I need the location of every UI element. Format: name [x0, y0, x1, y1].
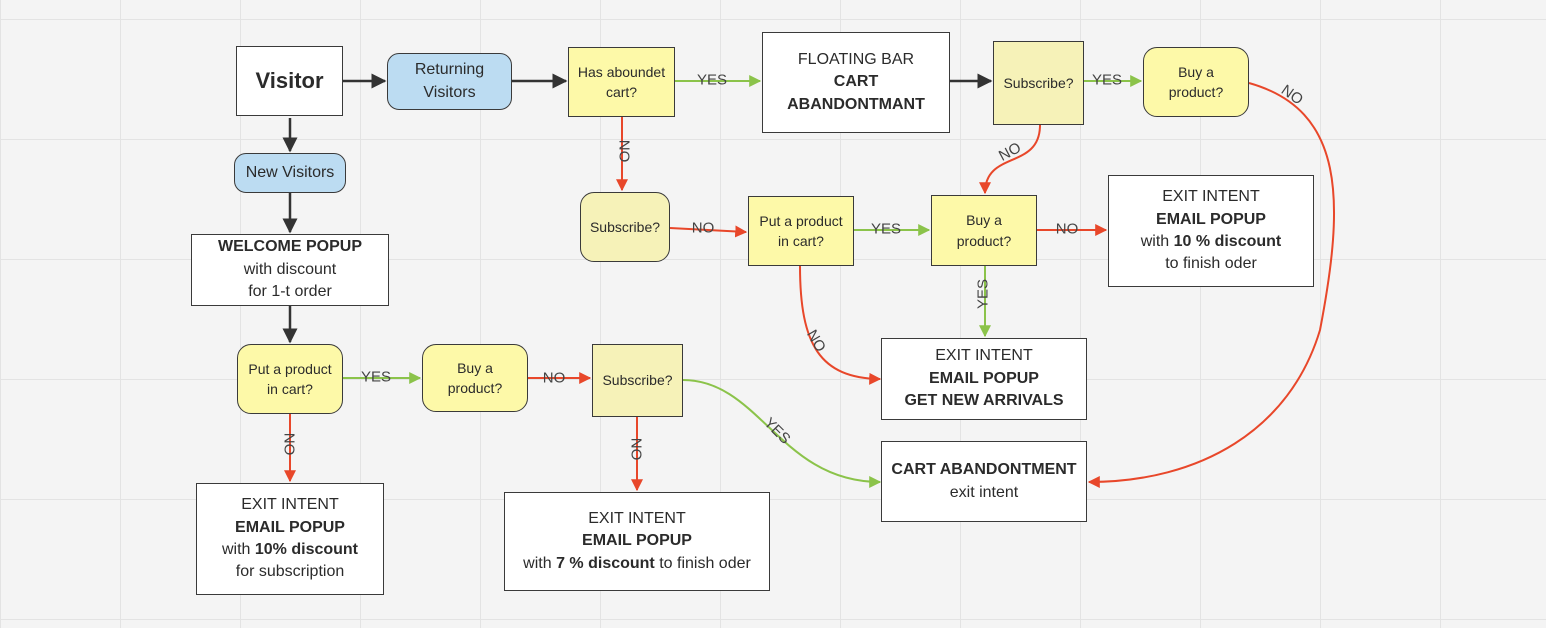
subscribe-low-label: Subscribe?	[602, 372, 673, 389]
buy-low-decision[interactable]: Buy a product?	[422, 344, 528, 412]
label-no-buymid: NO	[1055, 220, 1079, 238]
floating-line-3: ABANDONTMANT	[787, 95, 925, 113]
label-no-subscribe-top: NO	[996, 139, 1024, 165]
floating-line-2: CART	[833, 73, 879, 91]
buy-low-line-1: Buy a	[457, 359, 493, 376]
exit-intent-10-node[interactable]: EXIT INTENT EMAIL POPUP with 10 % discou…	[1108, 175, 1314, 287]
label-no-buylow: NO	[542, 369, 566, 387]
put-low-line-2: in cart?	[267, 381, 313, 397]
label-no-buytop: NO	[1277, 81, 1307, 109]
welcome-line-1: WELCOME POPUP	[217, 238, 362, 256]
label-yes-sublow: YES	[760, 414, 794, 448]
put-mid-decision[interactable]: Put a product in cart?	[748, 196, 854, 266]
buy-top-decision[interactable]: Buy a product?	[1143, 47, 1249, 117]
cart-exit-line-2: exit intent	[949, 483, 1019, 501]
label-no-hascart: NO	[615, 139, 633, 163]
subscribe-top-label: Subscribe?	[1003, 74, 1074, 91]
welcome-line-3: for 1-t order	[248, 283, 332, 301]
label-yes-hascart: YES	[696, 71, 728, 89]
floating-line-1: FLOATING BAR	[797, 50, 915, 68]
returning-line-2: Visitors	[423, 83, 476, 101]
exit7-line-1: EXIT INTENT	[588, 509, 686, 527]
label-yes-putlow: YES	[360, 368, 392, 386]
sub10-discount: 10% discount	[254, 541, 359, 558]
exit10-line-2: EMAIL POPUP	[1156, 210, 1266, 228]
cart-abandonment-exit-node[interactable]: CART ABANDONTMENT exit intent	[881, 441, 1087, 522]
sub10-line-1: EXIT INTENT	[241, 496, 339, 514]
exit-intent-arrivals-node[interactable]: EXIT INTENT EMAIL POPUP GET NEW ARRIVALS	[881, 338, 1087, 420]
arrivals-line-2: EMAIL POPUP	[929, 369, 1039, 387]
exit7-line-2: EMAIL POPUP	[582, 532, 692, 550]
arrivals-line-3: GET NEW ARRIVALS	[904, 392, 1064, 410]
cart-exit-line-1: CART ABANDONTMENT	[891, 461, 1077, 479]
sub10-line-4: for subscription	[235, 563, 345, 581]
subscribe-low-decision[interactable]: Subscribe?	[592, 344, 683, 417]
buy-mid-line-2: product?	[956, 232, 1012, 249]
sub10-line-3: with 10% discount	[222, 539, 358, 561]
label-yes-putmid: YES	[870, 220, 902, 238]
label-yes-subscribe-top: YES	[1091, 71, 1123, 89]
has-cart-line-2: cart?	[605, 84, 638, 100]
buy-mid-line-1: Buy a	[966, 212, 1002, 229]
buy-top-line-1: Buy a	[1178, 63, 1214, 80]
exit10-with: with	[1140, 233, 1174, 250]
exit7-with: with	[523, 554, 557, 572]
label-no-putlow: NO	[280, 432, 298, 456]
welcome-line-2: with discount	[243, 260, 337, 278]
edge-no-putmid-arrivals	[799, 265, 882, 385]
exit7-line-3: with 7 % discount to finish oder	[523, 553, 751, 575]
exit10-line-3: with 10 % discount	[1141, 231, 1281, 253]
sub10-with: with	[221, 541, 255, 558]
exit7-finish: to finish oder	[654, 554, 751, 572]
put-low-decision[interactable]: Put a product in cart?	[237, 344, 343, 414]
welcome-popup-node[interactable]: WELCOME POPUP with discount for 1-t orde…	[191, 234, 389, 306]
buy-low-line-2: product?	[447, 380, 503, 396]
label-yes-buymid: YES	[974, 278, 992, 310]
exit-intent-sub10-node[interactable]: EXIT INTENT EMAIL POPUP with 10% discoun…	[196, 483, 384, 595]
put-low-line-1: Put a product	[248, 360, 332, 377]
arrivals-line-1: EXIT INTENT	[935, 347, 1033, 365]
subscribe-top-decision[interactable]: Subscribe?	[993, 41, 1084, 125]
has-cart-decision[interactable]: Has aboundet cart?	[568, 47, 675, 117]
exit-intent-7-node[interactable]: EXIT INTENT EMAIL POPUP with 7 % discoun…	[504, 492, 770, 591]
subscribe-mid-label: Subscribe?	[589, 218, 661, 235]
new-visitors-node[interactable]: New Visitors	[234, 153, 346, 193]
exit10-line-4: to finish oder	[1165, 255, 1257, 273]
returning-line-1: Returning	[414, 61, 485, 79]
subscribe-mid-decision[interactable]: Subscribe?	[580, 192, 670, 262]
buy-top-line-2: product?	[1168, 84, 1224, 100]
returning-visitors-node[interactable]: Returning Visitors	[387, 53, 512, 110]
buy-mid-decision[interactable]: Buy a product?	[931, 195, 1037, 266]
label-no-sublow: NO	[627, 437, 645, 461]
new-visitors-label: New Visitors	[245, 163, 335, 181]
put-mid-line-2: in cart?	[778, 233, 824, 249]
floating-bar-node[interactable]: FLOATING BAR CART ABANDONTMANT	[762, 32, 950, 133]
visitor-title: Visitor	[255, 67, 324, 93]
sub10-line-2: EMAIL POPUP	[235, 518, 345, 536]
has-cart-line-1: Has aboundet	[577, 63, 666, 80]
exit10-discount: 10 % discount	[1173, 233, 1282, 250]
label-no-submid: NO	[691, 219, 715, 237]
exit7-discount: 7 % discount	[556, 554, 655, 572]
exit10-line-1: EXIT INTENT	[1162, 188, 1260, 206]
label-no-putmid: NO	[803, 327, 829, 355]
put-mid-line-1: Put a product	[759, 212, 843, 229]
visitor-node[interactable]: Visitor	[236, 46, 343, 116]
